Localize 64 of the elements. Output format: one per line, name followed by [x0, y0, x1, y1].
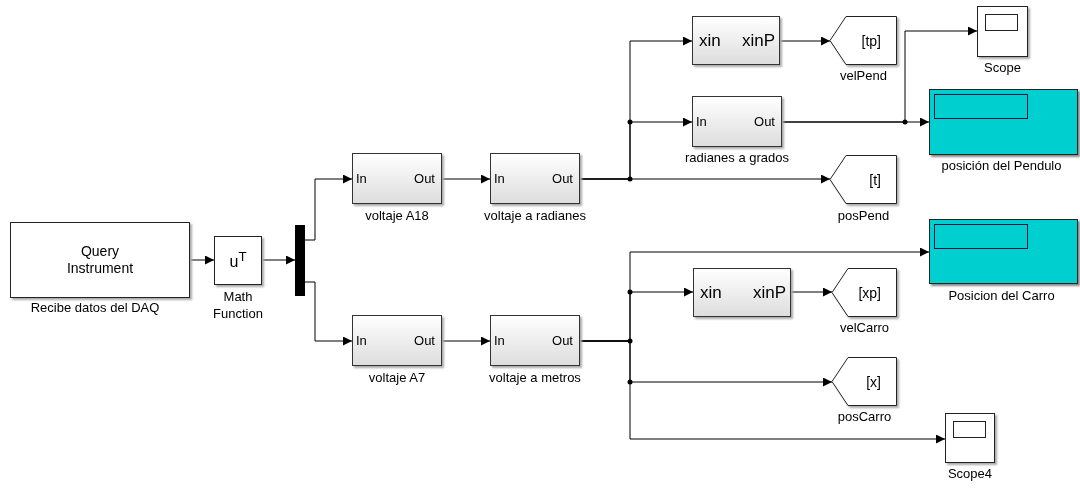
- display-block: [929, 219, 1078, 284]
- port-label: Out: [754, 114, 775, 129]
- block-name-label: voltaje A7: [367, 370, 427, 387]
- signal-arrow: [304, 281, 353, 346]
- signal-arrow: [781, 26, 978, 123]
- subsystem-block: [692, 96, 782, 147]
- goto-tag: [x]: [866, 373, 881, 390]
- signal-arrow: [441, 174, 491, 184]
- port-label: In: [494, 333, 505, 348]
- port-label: xinP: [752, 282, 786, 303]
- port-label: xinP: [741, 30, 775, 51]
- block-name-label: Scope4: [946, 466, 994, 483]
- block-name-label: velCarro: [838, 320, 891, 337]
- port-label: Out: [414, 171, 435, 186]
- block-name-label: voltaje a metros: [488, 370, 582, 387]
- signal-arrow: [261, 255, 296, 265]
- block-name-label: Math Function: [212, 289, 264, 323]
- port-label: Out: [552, 333, 573, 348]
- port-label: In: [356, 333, 367, 348]
- demux-bar: [295, 225, 305, 296]
- port-label: Out: [552, 171, 573, 186]
- signal-arrow: [790, 287, 833, 297]
- block-name-label: radianes a grados: [683, 150, 791, 167]
- goto-tag: [xp]: [858, 284, 881, 301]
- subsystem-block: [352, 315, 442, 366]
- math-function-block: [214, 236, 262, 285]
- signal-arrow: [441, 336, 491, 346]
- goto-tag: [tp]: [861, 32, 881, 49]
- block-name-label: posición del Pendulo: [940, 158, 1063, 175]
- block-name-label: Posicion del Carro: [947, 288, 1056, 305]
- port-label: Out: [414, 333, 435, 348]
- subsystem-block: [352, 153, 442, 204]
- signal-arrow: [304, 174, 353, 241]
- signal-arrow: [579, 340, 946, 444]
- port-label: xin: [700, 282, 722, 303]
- block-name-label: voltaje a radianes: [483, 208, 587, 225]
- scope-block: [945, 413, 995, 463]
- scope-block: [977, 6, 1028, 57]
- signal-arrow: [579, 174, 831, 184]
- block-name-label: posPend: [836, 208, 891, 225]
- subsystem-block: [490, 153, 580, 204]
- block: [10, 222, 190, 298]
- block-name-label: velPend: [839, 68, 888, 85]
- block-name-label: Scope: [983, 60, 1022, 77]
- goto-tag: [t]: [869, 171, 881, 188]
- subsystem-block: [490, 315, 580, 366]
- port-label: In: [494, 171, 505, 186]
- goto-tag-block: [830, 16, 897, 65]
- goto-tag-block: [830, 155, 897, 204]
- goto-tag-block: [832, 357, 897, 406]
- subsystem-block: [692, 16, 780, 65]
- signal-arrow: [189, 255, 215, 265]
- block-text: Query Instrument: [65, 242, 135, 278]
- block-name-label: Recibe datos del DAQ: [29, 300, 161, 317]
- block-text: u$^{T}$: [229, 248, 247, 273]
- block-name-label: posCarro: [836, 409, 893, 426]
- subsystem-block: [693, 268, 791, 317]
- port-label: In: [356, 171, 367, 186]
- port-label: xin: [699, 30, 721, 51]
- goto-tag-block: [832, 268, 897, 317]
- display-block: [929, 89, 1078, 155]
- port-label: In: [696, 114, 707, 129]
- block-name-label: voltaje A18: [364, 208, 430, 225]
- signal-arrow: [779, 36, 831, 46]
